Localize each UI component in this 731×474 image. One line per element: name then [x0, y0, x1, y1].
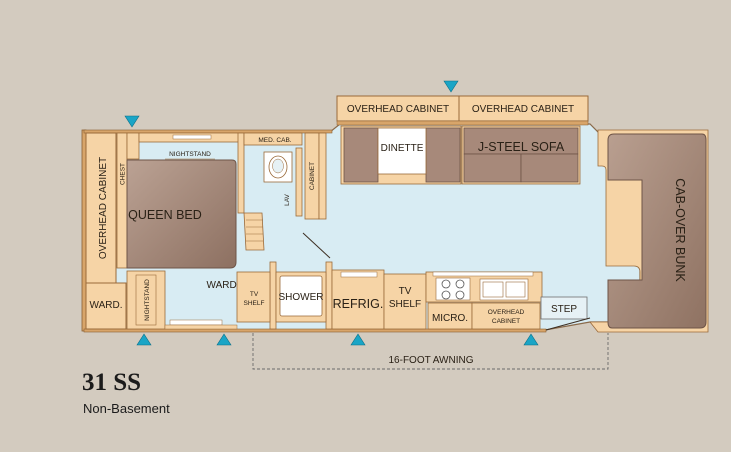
window-markers [124, 80, 539, 346]
stove-cooktop [435, 277, 471, 301]
wardrobe-wall [237, 132, 245, 214]
bath-cabinet-edge [318, 132, 327, 220]
bath-door [302, 232, 331, 259]
tv-shelf-wall [269, 261, 277, 330]
tv-shelf-2-line1: TV [399, 286, 412, 297]
overhead-cabinet-top-2-label: OVERHEAD CABINET [472, 104, 574, 115]
queen-bed-label: QUEEN BED [128, 208, 202, 222]
entry-door [545, 317, 591, 331]
model-name: 31 SS [82, 369, 141, 396]
nightstand-top-box [126, 132, 140, 160]
dinette-seat-left [343, 127, 379, 183]
awning-label-bg [374, 351, 492, 367]
toilet [263, 151, 293, 183]
chest-label: CHEST [120, 163, 127, 185]
j-steel-sofa-label: J-STEEL SOFA [478, 140, 565, 154]
dinette-label: DINETTE [381, 143, 424, 154]
window-marker-bottom-2 [216, 333, 232, 346]
street-wall-rear [83, 129, 333, 134]
shower-pan [279, 275, 323, 317]
med-cab-label: MED. CAB. [258, 137, 291, 144]
chest [116, 132, 128, 269]
window-top-left [172, 134, 212, 140]
queen-bed [126, 159, 237, 269]
refrig-window [340, 271, 378, 278]
bottom-strip [0, 452, 731, 469]
window-marker-bottom-1 [136, 333, 152, 346]
cab-over-bunk [607, 133, 707, 329]
shower-wall [325, 261, 333, 330]
dinette-seat-right [425, 127, 461, 183]
tv-shelf-1-line1: TV [250, 291, 259, 298]
awning-label: 16-FOOT AWNING [388, 355, 473, 366]
nightstand-bottom-box [126, 270, 166, 330]
tv-shelf-2 [383, 273, 427, 330]
step-label: STEP [551, 304, 577, 315]
overhead-cabinet-left-label: OVERHEAD CABINET [98, 157, 109, 259]
sofa-cushion-right [520, 153, 579, 183]
overhead-cabinet-small-line1: OVERHEAD [488, 309, 525, 316]
window-bottom-left [169, 319, 223, 326]
nightstand-top-label: NIGHTSTAND [169, 151, 211, 158]
tv-shelf-2-line2: SHELF [389, 299, 421, 310]
awning-outline [252, 333, 609, 370]
dinette-table [377, 127, 427, 175]
window-marker-bottom-4 [523, 333, 539, 346]
nightstand-bottom-inner [135, 274, 157, 326]
ward-left-label: WARD. [90, 300, 123, 311]
refrig-label: REFRIG. [333, 297, 384, 311]
ward-center-label: WARD. [207, 280, 240, 291]
micro-label: MICRO. [432, 313, 468, 324]
cabinet-label: CABINET [309, 162, 316, 190]
shower-label: SHOWER [279, 292, 324, 303]
entry-step [540, 296, 588, 320]
med-cab [243, 132, 303, 146]
cab-over-bunk-label: CAB-OVER BUNK [673, 178, 687, 282]
galley-window [432, 271, 534, 277]
overhead-cabinet-top-1-label: OVERHEAD CABINET [347, 104, 449, 115]
lav-counter [295, 147, 303, 217]
rear-wall [81, 129, 87, 332]
microwave [427, 302, 473, 330]
slide-out-wall [336, 120, 589, 126]
lav-label: LAV [284, 193, 291, 205]
cabinet-bottom-strip [164, 324, 238, 330]
wardrobe-left [85, 282, 127, 330]
model-subtitle: Non-Basement [83, 401, 170, 416]
overhead-cabinet-small [471, 302, 541, 330]
bath-steps [243, 212, 265, 251]
window-marker-top-center [443, 80, 459, 93]
tv-shelf-1-line2: SHELF [244, 300, 265, 307]
nightstand-bottom-label: NIGHTSTAND [144, 279, 151, 321]
window-marker-top-left [124, 115, 140, 128]
overhead-cabinet-top-1 [336, 95, 460, 122]
galley-sink [479, 278, 529, 301]
sofa-cushion-left [463, 153, 522, 183]
overhead-cabinet-small-line2: CABINET [492, 318, 520, 325]
refrigerator [331, 269, 385, 330]
tv-shelf-1 [236, 271, 271, 323]
overhead-cabinet-left [85, 132, 117, 284]
curb-wall [83, 328, 547, 333]
window-marker-bottom-3 [350, 333, 366, 346]
